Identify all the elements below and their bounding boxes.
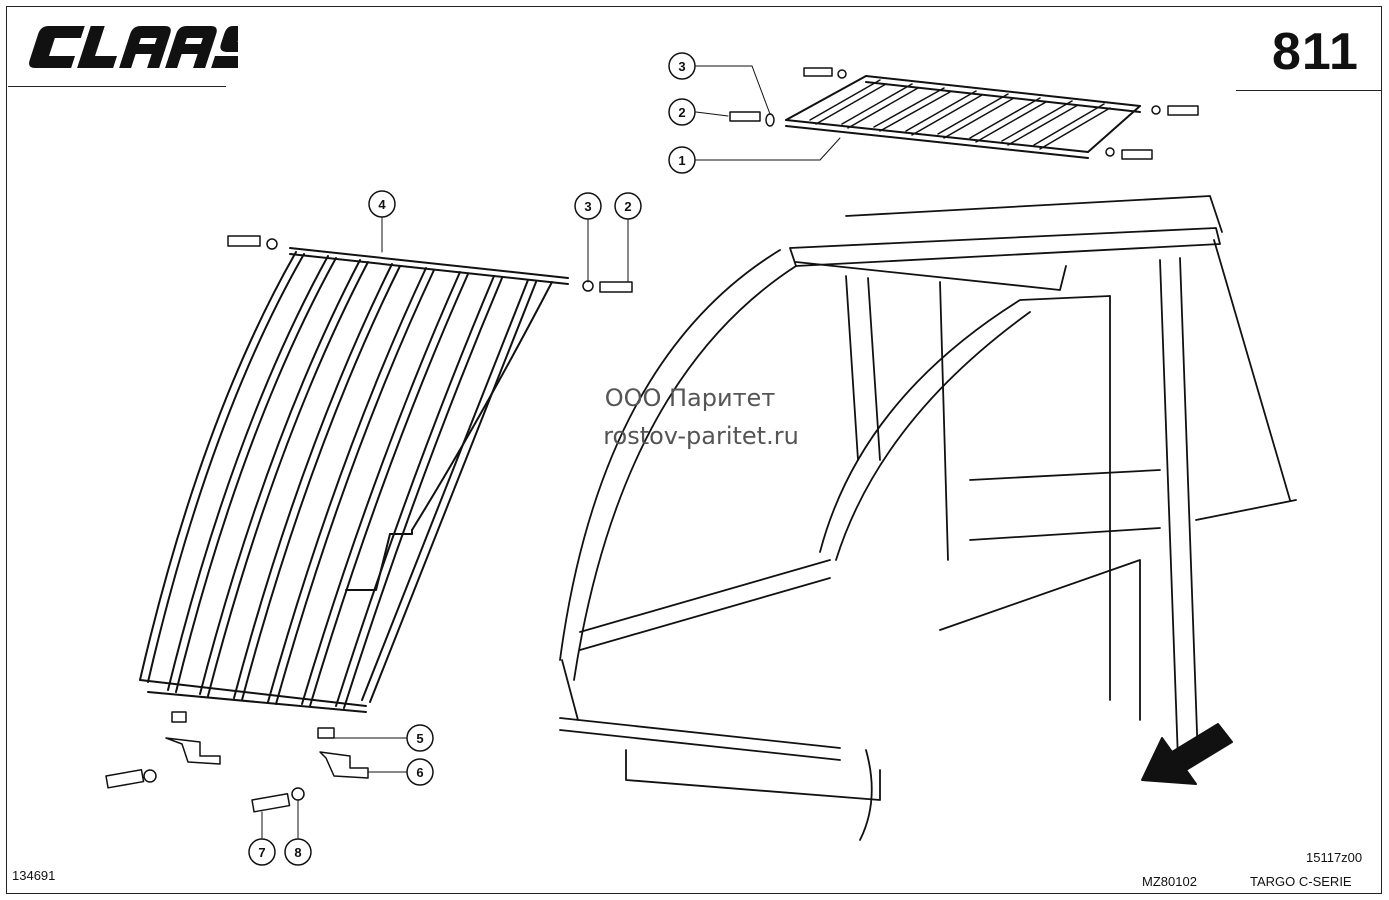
watermark-company: ООО Паритет (604, 384, 776, 412)
footer-series: TARGO C-SERIE (1250, 874, 1352, 889)
callout-3-front-label: 3 (584, 199, 591, 214)
callout-2-front-label: 2 (624, 199, 631, 214)
header-rule-right (1236, 90, 1382, 91)
callout-5 (406, 724, 434, 752)
drawing-frame (6, 6, 1382, 894)
top-bolts (729, 67, 1199, 160)
callout-2-front (614, 192, 642, 220)
callout-1 (668, 146, 696, 174)
callout-1-label: 1 (678, 153, 685, 168)
callout-6-label: 6 (416, 765, 423, 780)
callout-2-top-label: 2 (678, 105, 685, 120)
watermark-url: rostov-paritet.ru (603, 422, 799, 450)
callout-7 (248, 838, 276, 866)
page-number: 811 (1272, 23, 1359, 81)
front-guard-rack (139, 247, 569, 713)
arrow-icon (1141, 723, 1233, 785)
callout-3-top (668, 52, 696, 80)
cab-frame (559, 195, 1297, 841)
callout-8-label: 8 (294, 845, 301, 860)
callout-4-label: 4 (378, 197, 386, 212)
callout-2-top (668, 98, 696, 126)
footer-drawing-number: MZ80102 (1142, 874, 1197, 889)
footer-left-code: 134691 (12, 868, 56, 883)
callout-leaders (261, 65, 841, 839)
callout-5-label: 5 (416, 731, 423, 746)
mount-brackets (105, 737, 369, 813)
callout-3-top-label: 3 (678, 59, 685, 74)
footer-revision-code: 15117z00 (1306, 850, 1363, 865)
callout-4 (368, 190, 396, 218)
header-rule-left (8, 86, 226, 87)
callout-3-front (574, 192, 602, 220)
callout-8 (284, 838, 312, 866)
callout-7-label: 7 (258, 845, 265, 860)
roof-guard-rack (785, 75, 1141, 159)
callout-6 (406, 758, 434, 786)
